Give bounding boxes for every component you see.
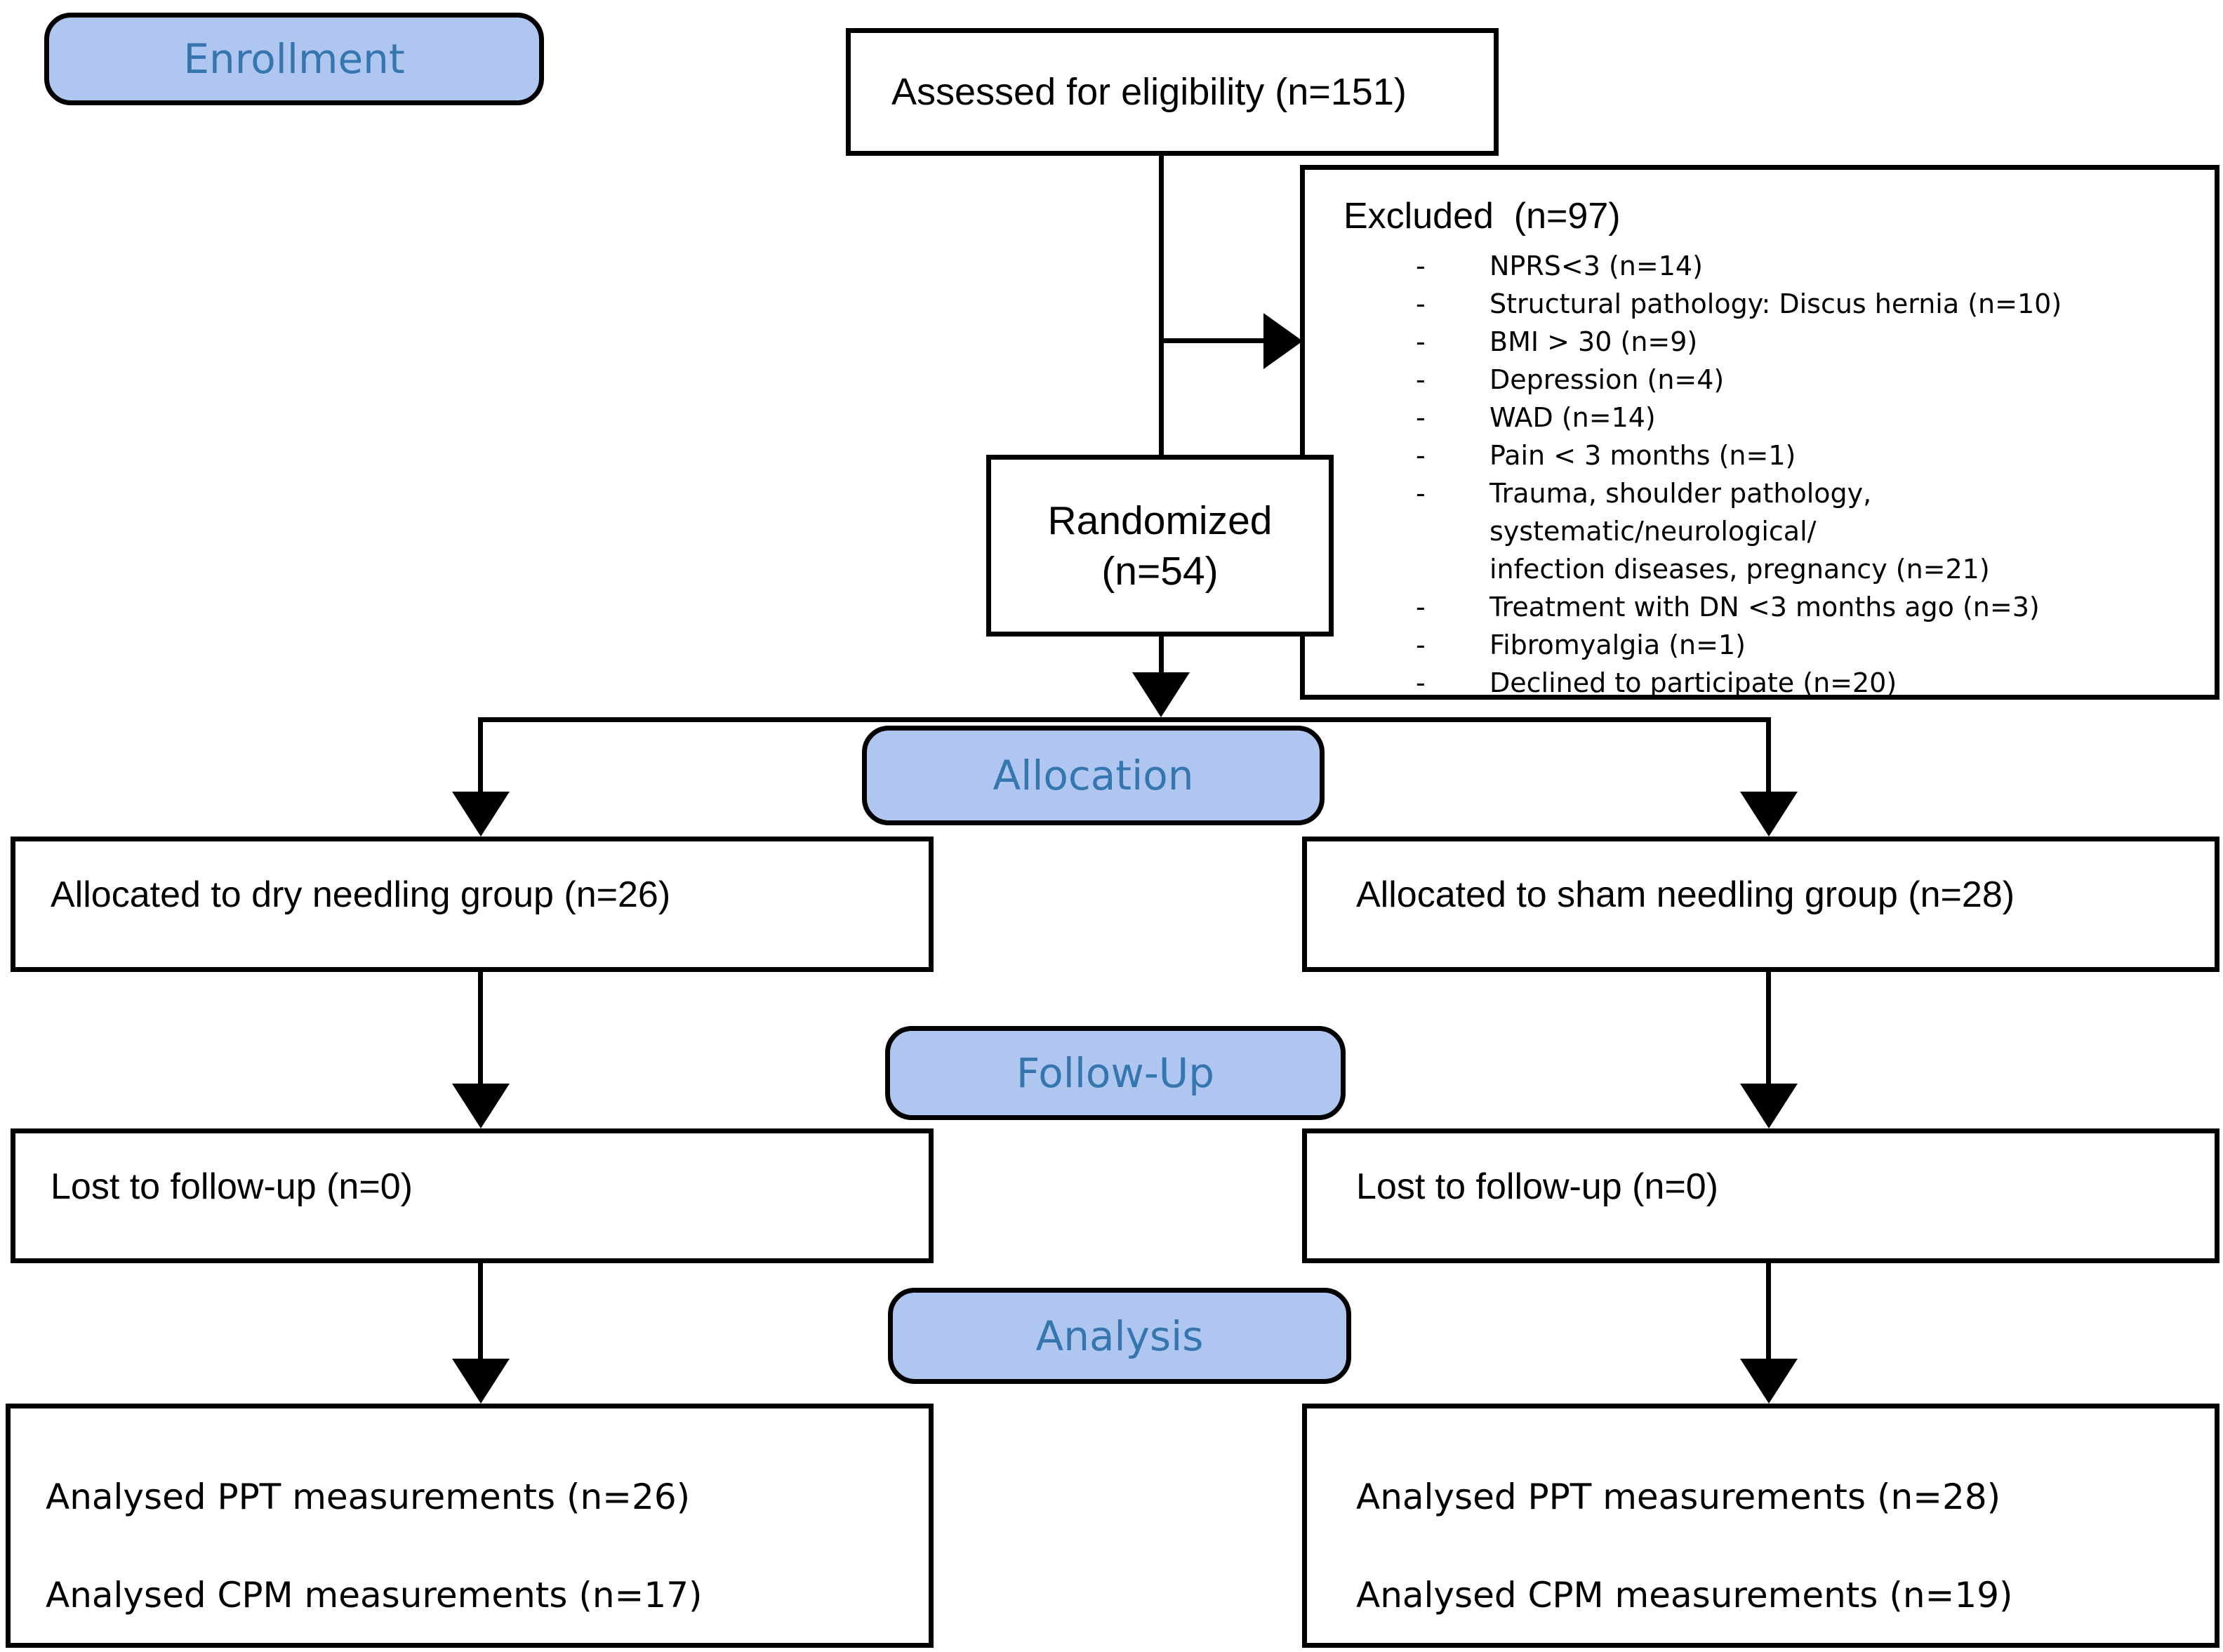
excluded-reason-text: NPRS<3 (n=14) (1489, 251, 1703, 281)
analysed-left-cpm-text: Analysed CPM measurements (n=17) (46, 1575, 703, 1616)
excluded-reason-item: - Fibromyalgia (n=1) (1343, 626, 2202, 664)
dash-bullet-icon: - (1416, 402, 1426, 433)
lost-followup-right-text: Lost to follow-up (n=0) (1356, 1166, 1718, 1207)
excluded-reason-text: Trauma, shoulder pathology, systematic/n… (1489, 478, 1990, 585)
arrowhead-excluded-icon (1263, 313, 1303, 369)
excluded-reason-item: - Declined to participate (n=20) (1343, 664, 2202, 702)
enrollment-stage-label: Enrollment (44, 13, 544, 105)
dash-bullet-icon: - (1416, 630, 1426, 660)
connector-lost-to-analysis-left (478, 1263, 483, 1360)
connector-split-to-alloc-left (478, 717, 483, 793)
followup-stage-text: Follow-Up (1016, 1049, 1215, 1097)
allocated-sham-needling-text: Allocated to sham needling group (n=28) (1356, 874, 2015, 915)
dash-bullet-icon: - (1416, 592, 1426, 622)
analysed-left-ppt-text: Analysed PPT measurements (n=26) (46, 1477, 691, 1517)
lost-followup-right-box: Lost to follow-up (n=0) (1302, 1128, 2219, 1263)
dash-bullet-icon: - (1416, 288, 1426, 319)
dash-bullet-icon: - (1416, 667, 1426, 698)
randomized-text-line1: Randomized (1047, 498, 1273, 543)
excluded-reason-text: Depression (n=4) (1489, 364, 1725, 395)
excluded-reason-text: WAD (n=14) (1489, 402, 1656, 433)
assessed-eligibility-text: Assessed for eligibility (n=151) (891, 71, 1407, 113)
excluded-reason-text: Structural pathology: Discus hernia (n=1… (1489, 288, 2062, 319)
connector-assessed-to-randomized (1159, 156, 1164, 455)
allocated-sham-needling-box: Allocated to sham needling group (n=28) (1302, 837, 2219, 972)
excluded-reason-item: - Trauma, shoulder pathology, systematic/… (1343, 474, 2202, 588)
connector-to-excluded (1162, 338, 1266, 343)
dash-bullet-icon: - (1416, 364, 1426, 395)
arrowhead-lost-left-icon (452, 1084, 510, 1128)
excluded-reason-text: Declined to participate (n=20) (1489, 667, 1897, 698)
analysed-right-ppt-text: Analysed PPT measurements (n=28) (1356, 1477, 2001, 1517)
excluded-reason-item: - Treatment with DN <3 months ago (n=3) (1343, 588, 2202, 626)
assessed-eligibility-box: Assessed for eligibility (n=151) (846, 28, 1499, 156)
excluded-reason-text: Treatment with DN <3 months ago (n=3) (1489, 592, 2040, 622)
excluded-reason-item: - Depression (n=4) (1343, 361, 2202, 399)
randomized-text-line2: (n=54) (1101, 548, 1219, 594)
enrollment-stage-text: Enrollment (183, 35, 405, 83)
randomized-box: Randomized (n=54) (986, 455, 1334, 637)
excluded-reason-text: BMI > 30 (n=9) (1489, 326, 1698, 357)
connector-alloc-to-lost-right (1766, 972, 1771, 1085)
excluded-reason-item: - NPRS<3 (n=14) (1343, 247, 2202, 285)
excluded-box: Excluded (n=97) - NPRS<3 (n=14) - Structur… (1300, 165, 2219, 700)
arrowhead-alloc-right-icon (1740, 792, 1798, 837)
analysed-left-box: Analysed PPT measurements (n=26) Analyse… (6, 1404, 934, 1648)
arrowhead-analysis-left-icon (452, 1359, 510, 1404)
followup-stage-label: Follow-Up (885, 1026, 1346, 1120)
allocated-dry-needling-box: Allocated to dry needling group (n=26) (11, 837, 934, 972)
arrowhead-analysis-right-icon (1740, 1359, 1798, 1404)
excluded-reason-item: - BMI > 30 (n=9) (1343, 323, 2202, 361)
excluded-reason-item: - Structural pathology: Discus hernia (n=… (1343, 285, 2202, 323)
split-line (478, 717, 1771, 722)
arrowhead-lost-right-icon (1740, 1084, 1798, 1128)
analysed-right-cpm-text: Analysed CPM measurements (n=19) (1356, 1575, 2013, 1616)
connector-lost-to-analysis-right (1766, 1263, 1771, 1360)
analysis-stage-text: Analysis (1035, 1312, 1204, 1360)
allocation-stage-label: Allocation (862, 726, 1325, 825)
excluded-reason-text: Fibromyalgia (n=1) (1489, 630, 1746, 660)
arrowhead-alloc-left-icon (452, 792, 510, 837)
allocated-dry-needling-text: Allocated to dry needling group (n=26) (51, 874, 671, 915)
excluded-reason-item: - Pain < 3 months (n=1) (1343, 437, 2202, 474)
analysis-stage-label: Analysis (888, 1288, 1351, 1384)
connector-alloc-to-lost-left (478, 972, 483, 1085)
excluded-reason-text: Pain < 3 months (n=1) (1489, 440, 1796, 471)
connector-split-to-alloc-right (1766, 717, 1771, 793)
dash-bullet-icon: - (1416, 326, 1426, 357)
arrowhead-randomized-icon (1132, 672, 1190, 717)
dash-bullet-icon: - (1416, 251, 1426, 281)
dash-bullet-icon: - (1416, 440, 1426, 471)
lost-followup-left-text: Lost to follow-up (n=0) (51, 1166, 413, 1207)
analysed-right-box: Analysed PPT measurements (n=28) Analyse… (1302, 1404, 2219, 1648)
allocation-stage-text: Allocation (993, 752, 1194, 799)
excluded-header: Excluded (n=97) (1343, 196, 1621, 237)
lost-followup-left-box: Lost to follow-up (n=0) (11, 1128, 934, 1263)
excluded-reason-item: - WAD (n=14) (1343, 399, 2202, 437)
connector-randomized-to-split (1159, 637, 1164, 675)
excluded-reasons-list: - NPRS<3 (n=14) - Structural pathology: Di… (1343, 247, 2202, 702)
dash-bullet-icon: - (1416, 478, 1426, 509)
